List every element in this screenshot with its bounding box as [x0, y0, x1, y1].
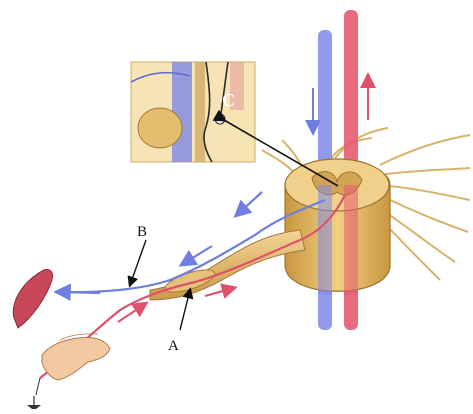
motor-flow-arrow-upper: [240, 192, 262, 212]
pin-stimulus: [27, 396, 41, 409]
motor-flow-arrow-lower: [62, 292, 100, 293]
synapse-inset: [131, 62, 255, 162]
spinal-cord-segment: [285, 159, 390, 295]
motor-flow-arrow-middle: [186, 246, 212, 262]
label-a: A: [168, 338, 179, 354]
sensory-flow-arrow-ganglion: [205, 289, 230, 296]
hand-receptor: [36, 334, 110, 395]
label-b-pointer: [130, 240, 146, 285]
muscle-effector: [13, 269, 52, 328]
label-b: B: [137, 224, 147, 240]
label-c: C: [222, 90, 235, 110]
